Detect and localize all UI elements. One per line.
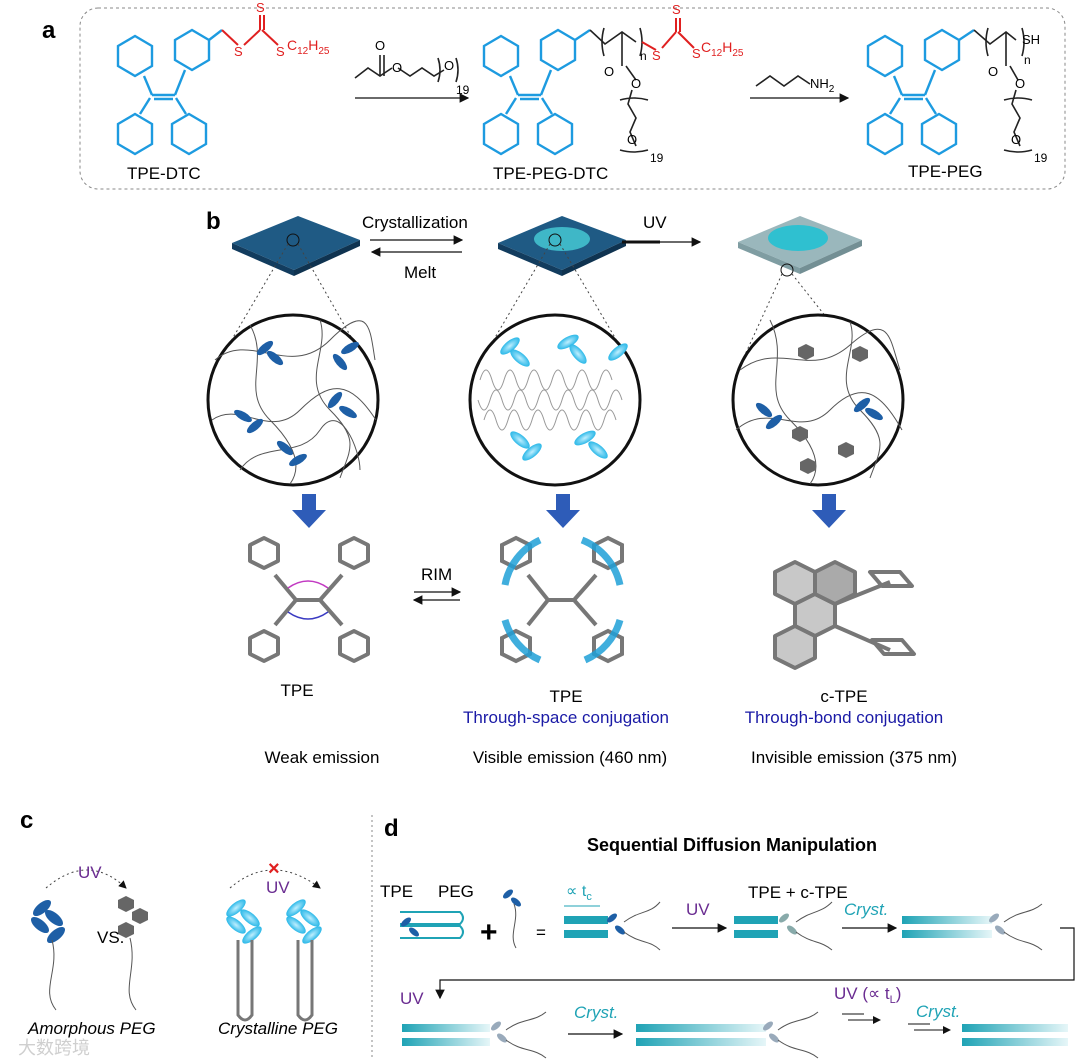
tpe-peg-chain-icon (400, 911, 464, 939)
thiol-group: SH (1022, 32, 1040, 47)
peg-label: PEG (438, 882, 474, 901)
blocked-x-icon: × (268, 858, 280, 880)
tpe-label: TPE (380, 882, 413, 901)
atom-o: O (392, 60, 402, 75)
tpe-dtc-structure: S S S C12H25 (116, 0, 330, 156)
atom-s: S (234, 44, 243, 59)
tpe-rotor-model (248, 536, 370, 663)
uv-irradiated-film (738, 216, 862, 277)
crystalline-film (498, 216, 626, 276)
equals-sign: = (536, 923, 546, 942)
c12h25-group: C12H25 (287, 37, 330, 57)
atom-o: O (1011, 132, 1021, 147)
stripe-stage-2 (734, 901, 833, 951)
molecule-label: TPE-PEG-DTC (493, 164, 608, 183)
panel-a-label: a (42, 17, 56, 44)
butylamine-structure (755, 75, 811, 87)
plus-sign: + (480, 916, 498, 949)
down-arrows (292, 494, 846, 528)
amine-group: NH2 (810, 76, 835, 95)
amorphous-film (232, 216, 360, 276)
tpe-peg-dtc-structure: S S S C12H25 n O O O 19 (482, 2, 744, 165)
uv-step-label: UV (686, 900, 710, 919)
crystalline-zoom-circle (468, 313, 642, 487)
free-tpe-icon (503, 889, 521, 949)
peg-repeat-count: 19 (650, 151, 664, 165)
amorphous-zoom-circle (206, 313, 380, 487)
cryst-step-label: Cryst. (844, 900, 888, 919)
atom-o: O (604, 64, 614, 79)
stripe-stage-1 (564, 901, 661, 951)
molecule-name: TPE (280, 681, 313, 700)
atom-o: O (375, 38, 385, 53)
peg-repeat-count: 19 (456, 83, 470, 97)
uv-step-label-2: UV (400, 989, 424, 1008)
tpe-conjugation-model (500, 535, 624, 664)
cryst-step-label-2: Cryst. (574, 1003, 618, 1022)
peg-repeat-count: 19 (1034, 151, 1048, 165)
tpe-ctpe-label: TPE + c-TPE (748, 883, 848, 902)
peg-acrylate-structure (354, 55, 459, 83)
stripe-stage-6 (962, 1024, 1068, 1046)
atom-o: O (627, 132, 637, 147)
molecule-label: TPE-DTC (127, 164, 201, 183)
atom-s: S (692, 46, 701, 61)
stripe-stage-5 (636, 1011, 819, 1059)
crystalline-tpe-peg-icon-2 (286, 899, 322, 1022)
panel-a-frame (79, 7, 1066, 190)
panel-d-label: d (384, 815, 399, 842)
atom-s: S (672, 2, 681, 17)
atom-o: O (1015, 76, 1025, 91)
atom-s: S (276, 44, 285, 59)
cryst-step-label-3: Cryst. (916, 1002, 960, 1021)
amorphous-ctpe-peg-icon (118, 896, 148, 1011)
stripe-stage-3 (902, 903, 1043, 951)
uv-curved-arrow (45, 869, 127, 889)
stepwise-arrows (842, 1013, 951, 1034)
repeat-n: n (640, 49, 647, 63)
atom-o: O (631, 76, 641, 91)
tpe-peg-structure: SH n O O O 19 (866, 27, 1048, 165)
tc-label: ∝ tc (566, 883, 592, 903)
sequence-connector (435, 927, 1075, 1000)
c-tpe-model (773, 560, 916, 670)
molecule-label: TPE-PEG (908, 162, 983, 181)
uv-label-left: UV (78, 863, 102, 882)
emission-label: Visible emission (460 nm) (473, 748, 667, 767)
emission-label: Invisible emission (375 nm) (751, 748, 957, 767)
vs-label: VS. (97, 928, 124, 947)
panel-b-label: b (206, 208, 221, 235)
uv-label: UV (643, 213, 667, 232)
rim-label: RIM (421, 565, 452, 584)
caption-amorphous: Amorphous PEG (27, 1019, 156, 1038)
stripe-stage-4 (402, 1011, 547, 1059)
emission-label: Weak emission (265, 748, 380, 767)
crystallization-label: Crystallization (362, 213, 468, 232)
conjugation-label: Through-bond conjugation (745, 708, 943, 727)
molecule-name: c-TPE (820, 687, 867, 706)
uv-blocked-arrow (229, 869, 321, 889)
melt-label: Melt (404, 263, 436, 282)
repeat-n: n (1024, 53, 1031, 67)
atom-s: S (652, 48, 661, 63)
atom-o: O (444, 58, 454, 73)
atom-s: S (256, 0, 265, 15)
molecule-name: TPE (549, 687, 582, 706)
watermark: 大数跨境 (18, 1038, 90, 1058)
uv-zoom-circle (731, 313, 905, 487)
caption-crystalline: Crystalline PEG (218, 1019, 338, 1038)
uv-tl-label: UV (∝ tL) (834, 984, 901, 1006)
conjugation-label: Through-space conjugation (463, 708, 669, 727)
amorphous-tpe-peg-icon (30, 899, 66, 1011)
panel-d-title: Sequential Diffusion Manipulation (587, 835, 877, 855)
uv-label-right: UV (266, 878, 290, 897)
crystalline-tpe-peg-icon (226, 899, 262, 1022)
panel-c-label: c (20, 807, 33, 834)
c12h25-group: C12H25 (701, 39, 744, 59)
atom-o: O (988, 64, 998, 79)
